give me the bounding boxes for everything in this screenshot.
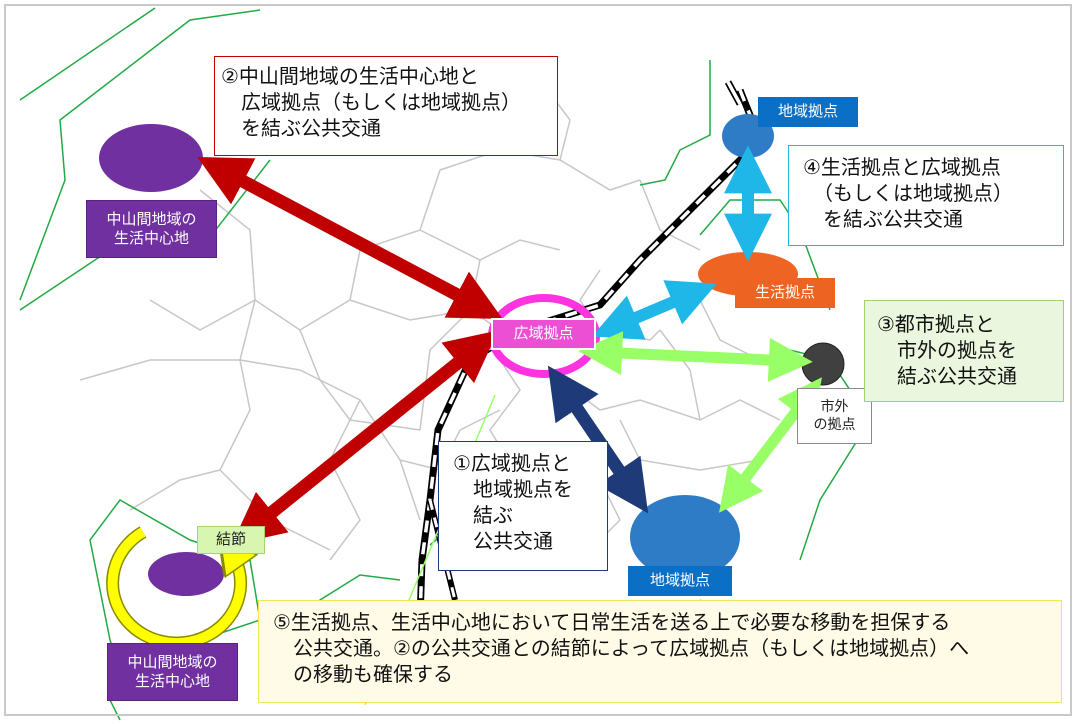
life-hub-label: 生活拠点 bbox=[735, 278, 835, 308]
route-2-arrow-upper bbox=[197, 157, 503, 319]
note-route-5-line-1: ⑤生活拠点、生活中心地において日常生活を送る上で必要な移動を担保する bbox=[273, 610, 951, 634]
local-loop-arrow bbox=[107, 527, 241, 649]
route-1-arrow bbox=[547, 365, 649, 514]
rural-center-circle-top bbox=[99, 124, 203, 192]
regional-hub-label-top: 地域拠点 bbox=[758, 97, 858, 127]
rural-center-label-bottom: 中山間地域の 生活中心地 bbox=[107, 643, 238, 701]
route-3-arrow-diagonal bbox=[719, 377, 822, 513]
outside-hub-circle bbox=[801, 342, 845, 386]
wide-hub-label: 広域拠点 bbox=[491, 318, 596, 350]
regional-hub-circle-bottom bbox=[630, 495, 740, 579]
outside-hub-label: 市外 の拠点 bbox=[797, 388, 872, 444]
rural-center-circle-bottom bbox=[148, 552, 224, 596]
note-route-1: ①広域拠点と 地域拠点を 結ぶ 公共交通 bbox=[438, 441, 608, 571]
note-route-5: ⑤生活拠点、生活中心地において日常生活を送る上で必要な移動を担保する 公共交通。… bbox=[258, 600, 1062, 703]
node-label: 結節 bbox=[197, 526, 265, 554]
note-route-2: ②中山間地域の生活中心地と 広域拠点（もしくは地域拠点） を結ぶ公共交通 bbox=[214, 56, 558, 156]
note-route-5-line-3: の移動も確保する bbox=[273, 662, 453, 686]
regional-hub-label-bottom: 地域拠点 bbox=[628, 566, 732, 596]
note-route-4: ④生活拠点と広域拠点 （もしくは地域拠点） を結ぶ公共交通 bbox=[788, 145, 1064, 246]
route-2-arrow-lower bbox=[231, 330, 499, 545]
route-3-arrow-horizontal bbox=[578, 331, 813, 382]
note-route-5-line-2: 公共交通。②の公共交通との結節によって広域拠点（もしくは地域拠点）へ bbox=[273, 636, 970, 660]
note-route-3: ③都市拠点と 市外の拠点を 結ぶ公共交通 bbox=[864, 300, 1064, 402]
rural-center-label-top: 中山間地域の 生活中心地 bbox=[86, 200, 217, 258]
route-4-arrow-lower bbox=[592, 280, 717, 340]
